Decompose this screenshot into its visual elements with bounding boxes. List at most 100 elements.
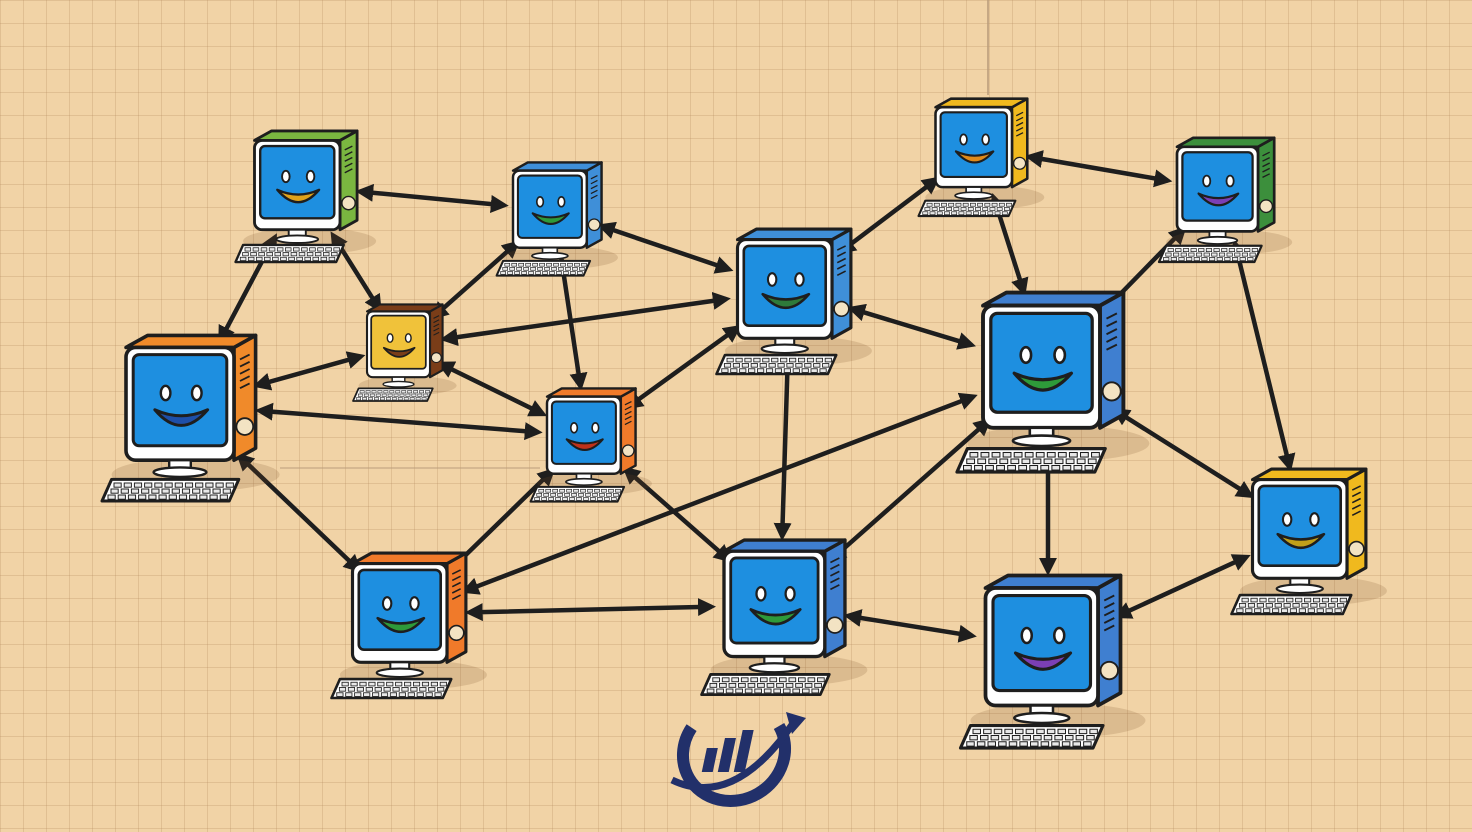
screen (729, 556, 820, 645)
screen (991, 593, 1093, 693)
eye-icon (755, 585, 767, 602)
screen (550, 400, 617, 465)
sticker-icon (826, 616, 844, 634)
keyboard-icon (1230, 593, 1353, 616)
monitor-stand (565, 477, 603, 487)
smile-icon (1012, 371, 1074, 392)
monitor-side (1096, 573, 1123, 708)
computer-node-n10 (330, 551, 487, 700)
monitor-top (350, 551, 468, 566)
monitor-side (1345, 467, 1368, 580)
smile-icon (382, 346, 416, 358)
eye-icon (159, 384, 172, 402)
keyboard-icon (955, 446, 1107, 474)
computer-node-n4 (1157, 136, 1293, 264)
monitor-top (253, 129, 359, 142)
eye-icon (1053, 626, 1066, 645)
arrow-n10-n11 (464, 598, 716, 622)
arrow-n5-n7 (439, 291, 731, 347)
sticker-icon (1259, 199, 1274, 214)
sticker-icon (621, 444, 635, 458)
screen (131, 353, 229, 448)
monitor-stand (275, 234, 320, 244)
arrow-n4-n13 (1229, 238, 1296, 473)
computer-node-n1 (234, 129, 377, 264)
eye-icon (305, 169, 316, 184)
arrow-n11-n9 (827, 417, 992, 563)
screen (1257, 484, 1343, 568)
eye-icon (381, 596, 393, 611)
monitor-side (830, 227, 853, 340)
eye-icon (281, 169, 291, 184)
eye-icon (1019, 345, 1033, 365)
monitor-side (619, 387, 637, 475)
eye-icon (959, 133, 968, 146)
keyboard-icon (917, 199, 1017, 218)
monitor-stand (382, 380, 415, 388)
screen (939, 111, 1008, 178)
arrow-n9-n13 (1111, 408, 1255, 499)
monitor-stand (760, 343, 809, 355)
monitor-stand (531, 251, 569, 261)
screen (1181, 151, 1254, 222)
sticker-icon (341, 195, 356, 211)
keyboard-icon (352, 387, 434, 402)
connection-arrows (218, 150, 1296, 643)
monitor-stand (748, 662, 801, 674)
eye-icon (784, 585, 796, 602)
monitor-stand (152, 466, 208, 479)
monitor-side (585, 161, 603, 249)
monitor-stand (1011, 434, 1072, 448)
screen (516, 174, 583, 239)
smile-icon (761, 292, 811, 310)
computer-node-n6 (100, 333, 280, 503)
arrow-n6-n10 (235, 452, 362, 573)
eye-icon (1202, 174, 1212, 188)
eye-icon (190, 384, 203, 402)
arrow-n5-n6 (252, 351, 366, 391)
monitor-side (1256, 136, 1276, 233)
arrow-n12-n13 (1113, 554, 1251, 619)
monitor-stand (954, 191, 994, 200)
smile-icon (1276, 532, 1326, 550)
arrow-n7-n11 (773, 349, 797, 541)
smile-icon (153, 408, 210, 427)
monitor-side (338, 129, 359, 232)
arrow-n11-n12 (843, 609, 977, 643)
computer-node-n9 (955, 290, 1150, 474)
arrow-n1-n2 (355, 183, 509, 213)
monitor-stand (375, 667, 424, 679)
monitor-side (428, 303, 444, 379)
keyboard-icon (1157, 244, 1263, 264)
eye-icon (591, 422, 600, 434)
sticker-icon (430, 352, 442, 364)
keyboard-icon (958, 723, 1105, 750)
monitor-side (823, 538, 847, 659)
keyboard-icon (495, 259, 592, 277)
screen (259, 144, 336, 220)
monitor-top (1250, 467, 1368, 482)
sticker-icon (833, 300, 850, 318)
monitor-side (445, 551, 468, 664)
smile-icon (276, 188, 321, 204)
eye-icon (1225, 174, 1235, 188)
arrow-n6-n8 (254, 402, 543, 441)
sticker-icon (448, 624, 465, 642)
eye-icon (766, 272, 778, 287)
monitor-top (722, 538, 847, 553)
keyboard-icon (330, 677, 453, 700)
eye-icon (409, 596, 420, 611)
arrow-n7-n9 (847, 303, 976, 350)
computer-node-n8 (529, 387, 652, 503)
screen (742, 244, 828, 328)
smile-icon (531, 212, 570, 225)
monitor-top (981, 290, 1126, 308)
arrow-n5-n8 (436, 361, 548, 417)
eye-icon (1281, 512, 1293, 527)
computer-node-n7 (715, 227, 872, 376)
eye-icon (535, 196, 545, 208)
arrow-n7-n3 (837, 176, 941, 255)
keyboard-icon (700, 673, 831, 697)
eye-icon (1309, 512, 1320, 527)
smile-icon (376, 616, 426, 634)
